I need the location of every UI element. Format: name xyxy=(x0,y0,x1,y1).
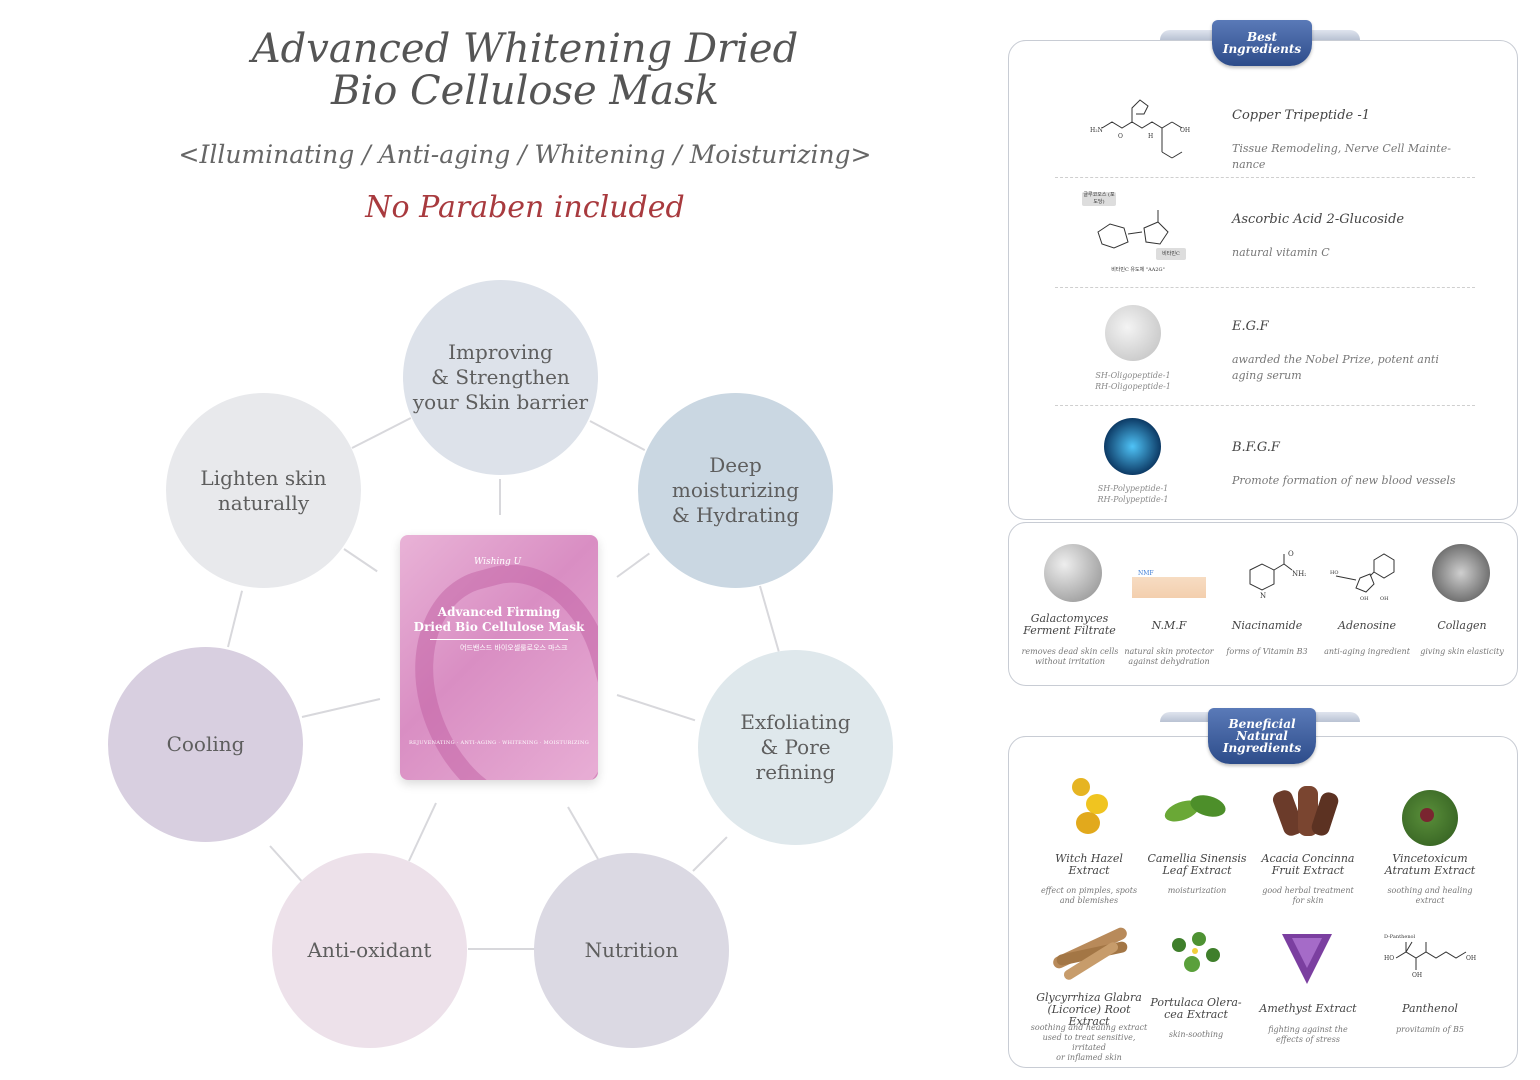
ingredient-desc: giving skin elasticity xyxy=(1420,647,1504,656)
egf-molecule-icon xyxy=(1105,305,1161,361)
niacinamide-structure-icon: N O NH₂ xyxy=(1249,550,1306,600)
svg-text:OH: OH xyxy=(1412,972,1422,978)
acacia-fruit-icon xyxy=(1270,784,1341,842)
best-ingredient-name: B.F.G.F xyxy=(1232,440,1280,455)
natural-ingredient-desc: skin-soothing xyxy=(1168,1030,1224,1039)
best-ingredient-desc: Tissue Remodeling, Nerve Cell Mainte-nan… xyxy=(1232,142,1451,171)
page-title: Advanced Whitening Dried Bio Cellulose M… xyxy=(251,26,799,114)
best-ingredient-desc: Promote formation of new blood vessels xyxy=(1232,474,1456,487)
svg-text:OH: OH xyxy=(1380,596,1389,600)
svg-text:N: N xyxy=(1260,592,1266,600)
svg-text:OH: OH xyxy=(1466,955,1476,962)
best-ingredient-name: Copper Tripeptide -1 xyxy=(1232,108,1371,123)
svg-text:OH: OH xyxy=(1360,596,1369,600)
vincetoxicum-icon xyxy=(1402,790,1458,846)
best-ingredient-name: Ascorbic Acid 2-Glucoside xyxy=(1232,212,1405,227)
natural-ingredient-name: Glycyrrhiza Glabra(Licorice) Root Extrac… xyxy=(1036,991,1142,1028)
ingredient-name: N.M.F xyxy=(1151,619,1187,632)
benefit-circle-nutrition: Nutrition xyxy=(534,853,729,1048)
best-ingredient-name: E.G.F xyxy=(1232,319,1269,334)
best-ingredients-panel xyxy=(1008,40,1518,520)
svg-text:O: O xyxy=(1118,133,1123,140)
licorice-root-icon xyxy=(1046,922,1134,982)
no-paraben-note: No Paraben included xyxy=(365,190,685,225)
best-ingredient-desc: natural vitamin C xyxy=(1232,246,1330,259)
witch-hazel-flower-icon xyxy=(1062,774,1114,838)
svg-text:O: O xyxy=(1288,550,1294,558)
benefit-circle-anti-oxidant: Anti-oxidant xyxy=(272,853,467,1048)
panthenol-structure-icon: D-Panthenol HO OH OH xyxy=(1384,934,1476,978)
divider xyxy=(1055,405,1475,406)
ingredient-name: Niacinamide xyxy=(1231,619,1303,632)
nmf-skin-icon: NMF xyxy=(1132,556,1206,598)
svg-text:H₂N: H₂N xyxy=(1090,127,1103,134)
ingredient-name: Adenosine xyxy=(1338,619,1396,632)
extra-ingredients-panel xyxy=(1008,522,1518,686)
svg-text:HO: HO xyxy=(1384,955,1394,962)
ingredient-desc: forms of Vitamin B3 xyxy=(1226,647,1308,656)
divider xyxy=(1055,177,1475,178)
copper-tripeptide-structure-icon: H₂N O H OH xyxy=(1090,99,1190,159)
camellia-leaf-icon xyxy=(1160,791,1230,832)
svg-text:H: H xyxy=(1148,133,1153,140)
natural-ingredient-desc: provitamin of B5 xyxy=(1396,1025,1464,1034)
divider xyxy=(1055,287,1475,288)
collagen-fiber-icon xyxy=(1432,544,1490,602)
amethyst-gem-icon xyxy=(1282,934,1332,984)
ingredient-name: Collagen xyxy=(1437,619,1487,632)
adenosine-structure-icon: HO OH OH xyxy=(1330,553,1395,600)
svg-text:D-Panthenol: D-Panthenol xyxy=(1384,934,1416,940)
ascorbic-acid-structure-icon: 글루코오스 (포도당) 비타민C 비타민C 유도체 "AA2G" xyxy=(1078,190,1190,278)
bfgf-molecule-icon xyxy=(1104,418,1161,475)
natural-ingredient-name: Panthenol xyxy=(1402,1002,1458,1015)
natural-ingredient-desc: moisturization xyxy=(1167,886,1227,895)
natural-ingredient-name: Portulaca Olera-cea Extract xyxy=(1150,996,1242,1021)
benefits-subtitle: <Illuminating / Anti-aging / Whitening /… xyxy=(178,140,872,169)
svg-text:HO: HO xyxy=(1330,570,1338,576)
portulaca-plant-icon xyxy=(1164,928,1228,980)
benefit-circle-cooling: Cooling xyxy=(108,647,303,842)
svg-text:NH₂: NH₂ xyxy=(1292,570,1306,578)
ingredient-desc: anti-aging ingredient xyxy=(1324,647,1410,656)
svg-text:OH: OH xyxy=(1180,127,1190,134)
galactomyces-icon xyxy=(1044,544,1102,602)
natural-ingredient-name: Amethyst Extract xyxy=(1259,1002,1357,1015)
